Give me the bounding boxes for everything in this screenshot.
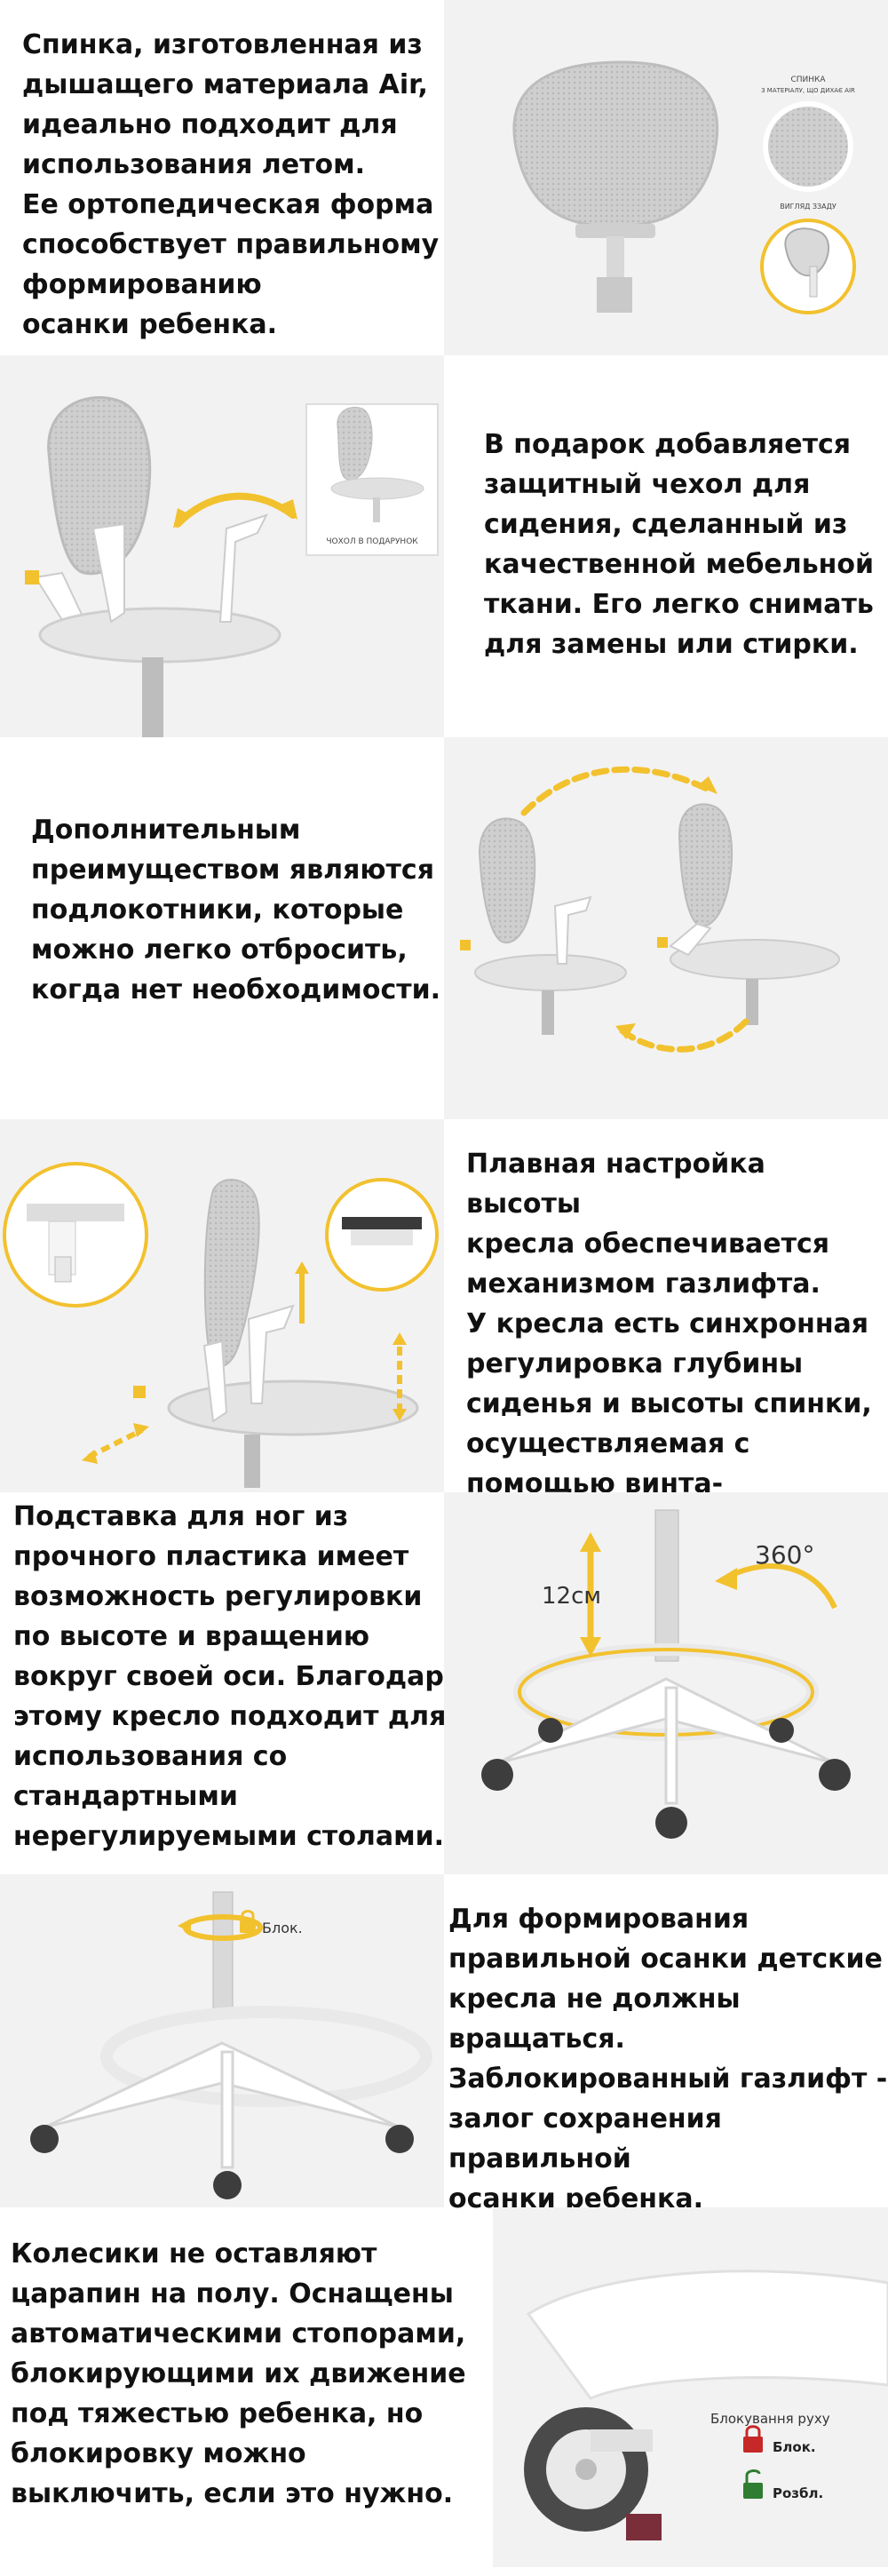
warning-sticker-icon [25, 570, 39, 584]
lock-label: Блок. [262, 1920, 303, 1936]
padlock-icon [240, 1920, 256, 1933]
armrests-description: Дополнительным преимуществом являются по… [31, 815, 441, 1006]
height-range-label: 12см [542, 1583, 601, 1610]
rotation-label: 360° [755, 1540, 814, 1570]
backrest-image: СПИНКА З МАТЕРІАЛУ, ЩО ДИХАЄ AIR ВИГЛЯД … [444, 0, 888, 355]
cover-description: В подарок добавляется защитный чехол для… [484, 429, 875, 660]
mesh-zoom-circle [763, 101, 853, 192]
lock-description: Для формирования правильной осанки детск… [448, 1904, 888, 2214]
backrest-caption-3: ВИГЛЯД ЗЗАДУ [780, 203, 836, 211]
cover-image: ЧОХОЛ В ПОДАРУНОК [0, 355, 444, 737]
backrest-description: Спинка, изготовленная из дышащего матери… [22, 29, 440, 340]
section-footrest: Подставка для ног из прочного пластика и… [0, 1492, 888, 1874]
section-armrests: Дополнительным преимуществом являются по… [0, 737, 888, 1119]
footrest-image: 12см 360° [444, 1492, 888, 1874]
section-backrest: Спинка, изготовленная из дышащего матери… [0, 0, 888, 355]
unlock-icon [743, 2483, 763, 2499]
armrests-image [444, 737, 888, 1119]
wheels-description: Колесики не оставляют царапин на полу. О… [11, 2238, 466, 2509]
height-image [0, 1119, 444, 1492]
wheel-unlock-label: Розбл. [773, 2485, 823, 2501]
section-height: Плавная настройка высоты кресла обеспечи… [0, 1119, 888, 1539]
lock-icon [743, 2437, 763, 2453]
section-wheels: Колесики не оставляют царапин на полу. О… [0, 2207, 888, 2576]
wheel-lock-title: Блокування руху [710, 2411, 830, 2427]
wheels-image: Блокування руху Блок. Розбл. [493, 2207, 888, 2567]
wheel-lock-label: Блок. [773, 2439, 816, 2455]
height-description: Плавная настройка высоты кресла обеспечи… [466, 1149, 872, 1539]
lock-image: Блок. [0, 1874, 444, 2207]
backrest-caption-1: СПИНКА [790, 76, 826, 84]
cover-caption: ЧОХОЛ В ПОДАРУНОК [326, 537, 418, 546]
section-lock: Блок. Для формирования правильной осанки… [0, 1874, 888, 2214]
backrest-caption-2: З МАТЕРІАЛУ, ЩО ДИХАЄ AIR [761, 87, 855, 94]
footrest-description: Подставка для ног из прочного пластика и… [13, 1501, 462, 1852]
section-cover: ЧОХОЛ В ПОДАРУНОК В подарок добавляется … [0, 355, 888, 737]
